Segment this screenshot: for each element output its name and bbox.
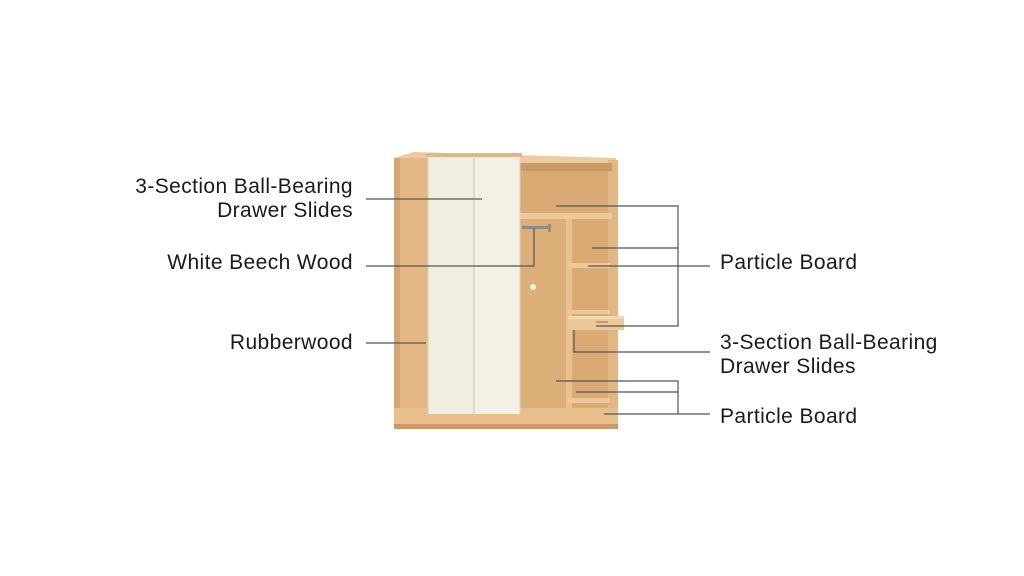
- callout-left-rubberwood: Rubberwood: [230, 331, 353, 355]
- wardrobe: [394, 152, 624, 429]
- callout-right-drawer-slides-line-2: Drawer Slides: [720, 355, 856, 378]
- shelf-lower: [568, 310, 610, 314]
- callout-left-drawer-slides-line-2: Drawer Slides: [217, 199, 353, 222]
- wardrobe-right-side-panel: [608, 160, 618, 418]
- leader-left-2: [366, 228, 535, 267]
- interior-knob: [530, 284, 536, 290]
- callout-right-drawer-slides-line-1: 3-Section Ball-Bearing: [720, 331, 938, 354]
- callout-left-white-beech-wood-line-1: White Beech Wood: [167, 251, 353, 274]
- callout-right-particle-board-bottom-line-1: Particle Board: [720, 405, 858, 428]
- callout-right-drawer-slides: 3-Section Ball-Bearing Drawer Slides: [720, 331, 938, 379]
- callout-right-particle-board-top: Particle Board: [720, 251, 858, 275]
- callout-right-particle-board-bottom: Particle Board: [720, 405, 858, 429]
- leader-lines: [366, 198, 710, 415]
- callout-left-white-beech-wood: White Beech Wood: [167, 251, 353, 275]
- shelf-top: [520, 213, 612, 219]
- hanging-rod: [522, 226, 550, 229]
- callout-left-drawer-slides: 3-Section Ball-Bearing Drawer Slides: [135, 175, 353, 223]
- door-right: [474, 156, 520, 414]
- door-left: [428, 156, 474, 414]
- leader-right-3: [556, 380, 679, 414]
- shelf-bottom-inner: [568, 398, 610, 403]
- leader-right-2: [573, 330, 710, 353]
- callout-left-rubberwood-line-1: Rubberwood: [229, 331, 353, 354]
- callout-left-drawer-slides-line-1: 3-Section Ball-Bearing: [135, 175, 353, 198]
- callout-right-particle-board-top-line-1: Particle Board: [720, 251, 858, 274]
